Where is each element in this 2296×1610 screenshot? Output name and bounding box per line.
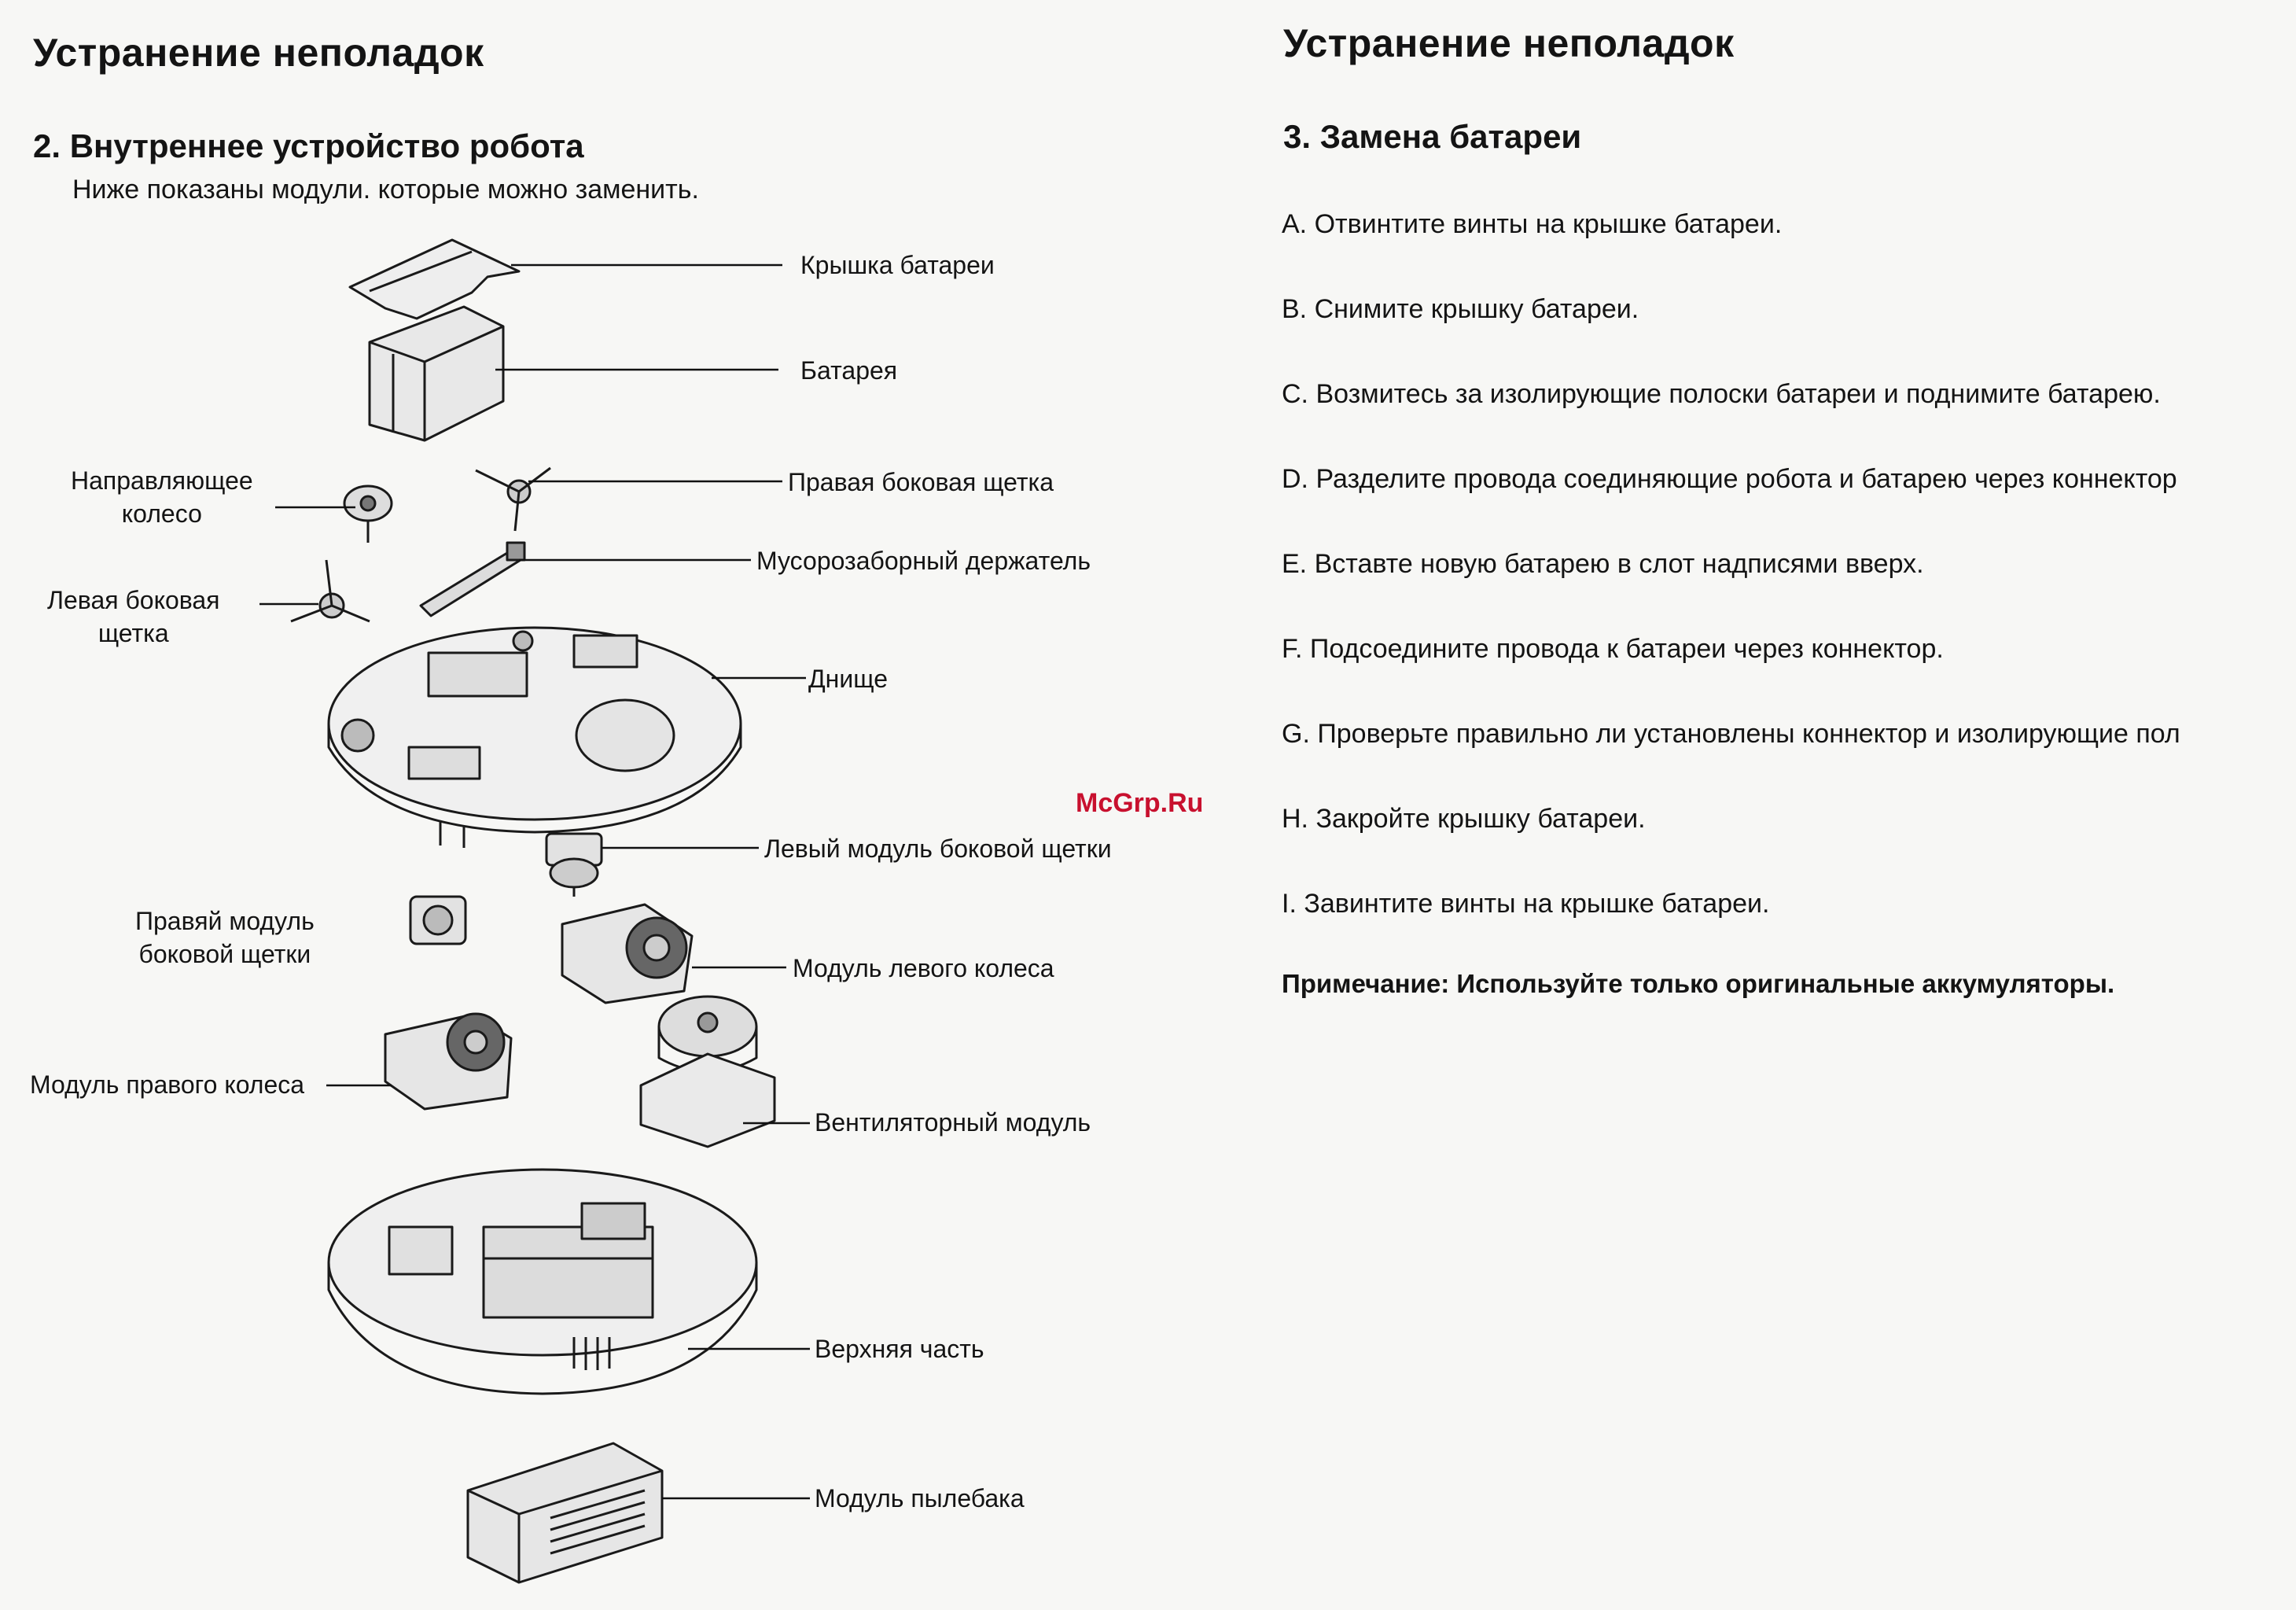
step-i: I. Завинтите винты на крышке батареи.	[1282, 889, 1770, 919]
step-d: D. Разделите провода соединяющие робота …	[1282, 464, 2177, 494]
section-title-internal-structure: 2. Внутреннее устройство робота	[33, 127, 584, 164]
left-page-title: Устранение неполадок	[33, 31, 484, 75]
right-brush-module-part	[409, 895, 467, 945]
label-right-side-brush: Правая боковая щетка	[788, 468, 1054, 496]
section-title-battery-replacement: 3. Замена батареи	[1283, 118, 1582, 155]
label-right-wheel-module: Модуль правого колеса	[30, 1070, 305, 1099]
right-wheel-module-part	[384, 1012, 513, 1111]
bottom-shell-part	[327, 626, 742, 848]
label-right-brush-module: Правяй модуль боковой щетки	[135, 907, 315, 968]
left-page: Устранение неполадок 2. Внутреннее устро…	[30, 31, 1112, 1584]
fan-module-part	[639, 995, 776, 1148]
step-a: A. Отвинтите винты на крышке батареи.	[1282, 209, 1783, 239]
right-page: Устранение неполадок 3. Замена батареи A…	[1258, 0, 2296, 1610]
watermark: McGrp.Ru	[1076, 788, 1204, 818]
left-side-brush-part	[290, 559, 370, 623]
label-left-side-brush: Левая боковая щетка	[47, 586, 220, 647]
step-e: E. Вставте новую батарею в слот надписям…	[1282, 549, 1924, 579]
label-battery-cover: Крышка батареи	[800, 251, 995, 279]
step-c: C. Возмитесь за изолирующие полоски бата…	[1282, 379, 2161, 409]
intro-text: Ниже показаны модули. которые можно заме…	[72, 175, 699, 204]
battery-cover-part	[348, 238, 521, 320]
right-side-brush-part	[475, 466, 551, 532]
label-dustbin-module: Модуль пылебака	[815, 1484, 1025, 1512]
left-brush-module-part	[545, 832, 603, 897]
dustbin-module-part	[466, 1442, 664, 1584]
label-left-brush-module: Левый модуль боковой щетки	[764, 834, 1112, 863]
top-part	[327, 1168, 758, 1395]
label-battery: Батарея	[800, 356, 898, 385]
step-b: B. Снимите крышку батареи.	[1282, 294, 1639, 324]
step-f: F. Подсоедините провода к батареи через …	[1282, 634, 1944, 664]
label-top-part: Верхняя часть	[815, 1335, 984, 1363]
battery-part	[368, 305, 505, 442]
label-fan-module: Вентиляторный модуль	[815, 1108, 1091, 1137]
debris-holder-part	[419, 541, 526, 617]
step-h: H. Закройте крышку батареи.	[1282, 804, 1646, 834]
exploded-diagram	[259, 238, 810, 1584]
label-guide-wheel: Направляющее колесо	[71, 466, 253, 528]
label-bottom: Днище	[808, 665, 888, 693]
label-debris-holder: Мусорозаборный держатель	[756, 547, 1091, 575]
right-page-title: Устранение неполадок	[1283, 21, 1735, 65]
guide-wheel-part	[343, 484, 393, 543]
step-g: G. Проверьте правильно ли установлены ко…	[1282, 719, 2180, 749]
label-left-wheel-module: Модуль левого колеса	[793, 954, 1054, 982]
left-wheel-module-part	[561, 903, 694, 1004]
battery-note: Примечание: Используйте только оригиналь…	[1282, 969, 2115, 998]
